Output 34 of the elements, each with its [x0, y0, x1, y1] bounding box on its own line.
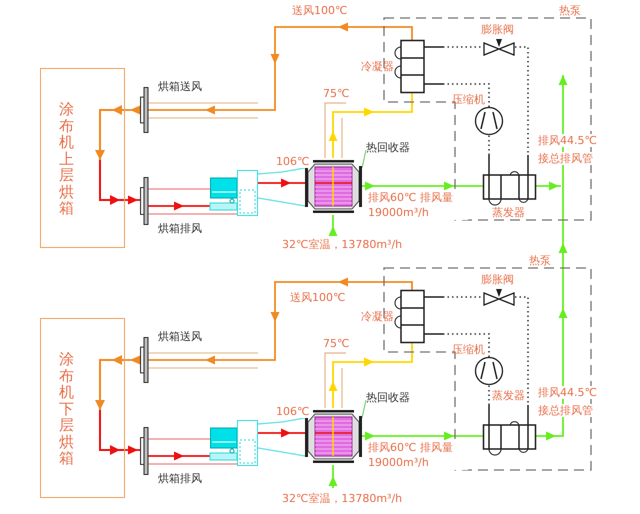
port-label: 烘箱送风	[158, 330, 202, 343]
component-label: 压缩机	[452, 343, 485, 356]
edge-label: 75℃	[323, 87, 350, 100]
annotation-label: 接总排风管	[538, 152, 593, 165]
edge-label: 送风100℃	[290, 291, 346, 304]
component-label: 蒸发器	[492, 389, 525, 402]
component-label: 膨胀阀	[481, 273, 514, 286]
oven-box	[40, 318, 125, 498]
component-label: 热回收器	[366, 141, 410, 154]
edge-label: 排风60℃ 排风量19000m³/h	[368, 190, 468, 220]
component-label: 压缩机	[452, 93, 485, 106]
oven-label: 涂布机下层烘箱	[59, 351, 74, 466]
edge-label: 排风60℃ 排风量19000m³/h	[368, 440, 468, 470]
oven-box	[40, 68, 125, 248]
edge-label: 106℃	[276, 405, 310, 418]
component-label: 热回收器	[366, 391, 410, 404]
component-label: 膨胀阀	[481, 23, 514, 36]
oven-label: 涂布机上层烘箱	[59, 101, 74, 216]
annotation-label: 接总排风管	[538, 404, 593, 417]
annotation-label: 排风44.5℃	[538, 134, 597, 147]
component-label: 蒸发器	[492, 206, 525, 219]
boundary-heading: 热泵	[559, 4, 581, 17]
port-label: 烘箱排风	[158, 472, 202, 485]
boundary-heading: 热泵	[529, 254, 551, 267]
edge-label: 32℃室温，13780m³/h	[282, 238, 402, 251]
edge-label: 106℃	[276, 155, 310, 168]
edge-label: 送风100℃	[292, 4, 348, 17]
port-label: 烘箱排风	[158, 222, 202, 235]
port-label: 烘箱送风	[158, 80, 202, 93]
component-label: 冷凝器	[361, 310, 394, 323]
component-label: 冷凝器	[361, 60, 394, 73]
edge-label: 32℃室温，13780m³/h	[282, 492, 402, 505]
edge-label: 75℃	[323, 337, 350, 350]
annotation-label: 排风44.5℃	[538, 386, 597, 399]
